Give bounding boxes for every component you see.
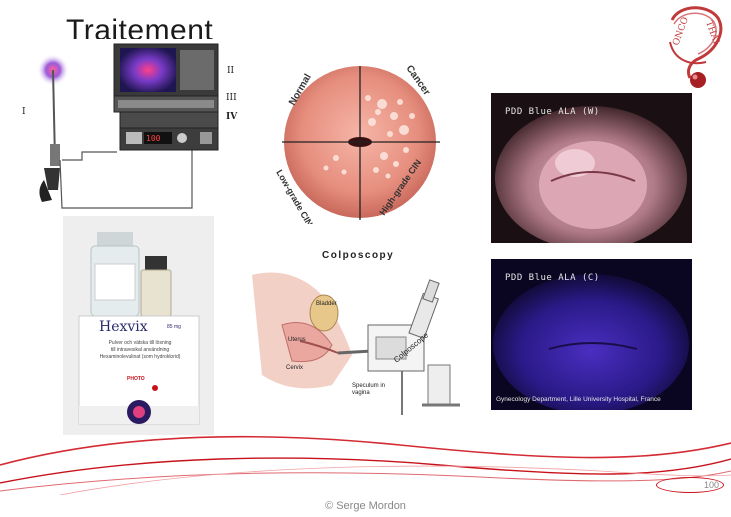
logo-text-onco: ONCO: [671, 16, 690, 47]
device-label-i: I: [22, 107, 26, 117]
hexvix-dose: 85 mg: [167, 324, 181, 330]
hexvix-line3: Hexaminolevulinat (som hydroklorid): [99, 354, 181, 360]
label-speculum: Speculum in vagina: [352, 383, 386, 396]
device-screen-readout: 100: [146, 134, 161, 143]
pdd-white-light-photo: PDD Blue ALA (W): [491, 93, 692, 243]
logo-text-thai: THAI: [703, 20, 721, 46]
cervix-quadrant-diagram: Normal Cancer Low-grade CIN High-grade C…: [274, 64, 440, 224]
footer-copyright: © Serge Mordon: [325, 500, 406, 512]
pdd-device-diagram: 100 I II III IV: [22, 40, 238, 240]
hexvix-description: Pulver och vätska till lösning till intr…: [85, 340, 195, 361]
hexvix-maker: PHOTO: [127, 376, 145, 382]
device-label-ii: II: [227, 66, 235, 76]
device-illustration: 100: [37, 43, 219, 209]
onco-thai-logo: ONCO THAI: [669, 6, 723, 88]
hexvix-brand: Hexvix: [99, 319, 148, 335]
label-cervix: Cervix: [286, 365, 304, 371]
hexvix-line1: Pulver och vätska till lösning: [108, 340, 172, 346]
colposcope-illustration: Colposcope Speculum in vagina Cervix Ute…: [252, 265, 464, 425]
colposcopy-title: Colposcopy: [322, 250, 395, 261]
photo-credit: Gynecology Department, Lille University …: [496, 396, 661, 403]
hexvix-line2: till intravesikal användning: [110, 347, 170, 353]
page-number-oval: [656, 477, 724, 493]
photo-blue-label: PDD Blue ALA (C): [505, 273, 600, 283]
label-uterus: Uterus: [288, 337, 306, 343]
slide-title: Traitement: [66, 14, 214, 39]
device-label-iv: IV: [226, 112, 238, 122]
photo-white-label: PDD Blue ALA (W): [505, 107, 600, 117]
device-label-iii: III: [226, 93, 237, 103]
page-number: 100: [704, 480, 720, 490]
label-bladder: Bladder: [316, 301, 337, 307]
decorative-red-waves: [0, 435, 731, 495]
pdd-blue-light-photo: PDD Blue ALA (C) Gynecology Department, …: [491, 259, 692, 410]
hexvix-product-photo: Hexvix 85 mg Pulver och vätska till lösn…: [63, 216, 214, 435]
